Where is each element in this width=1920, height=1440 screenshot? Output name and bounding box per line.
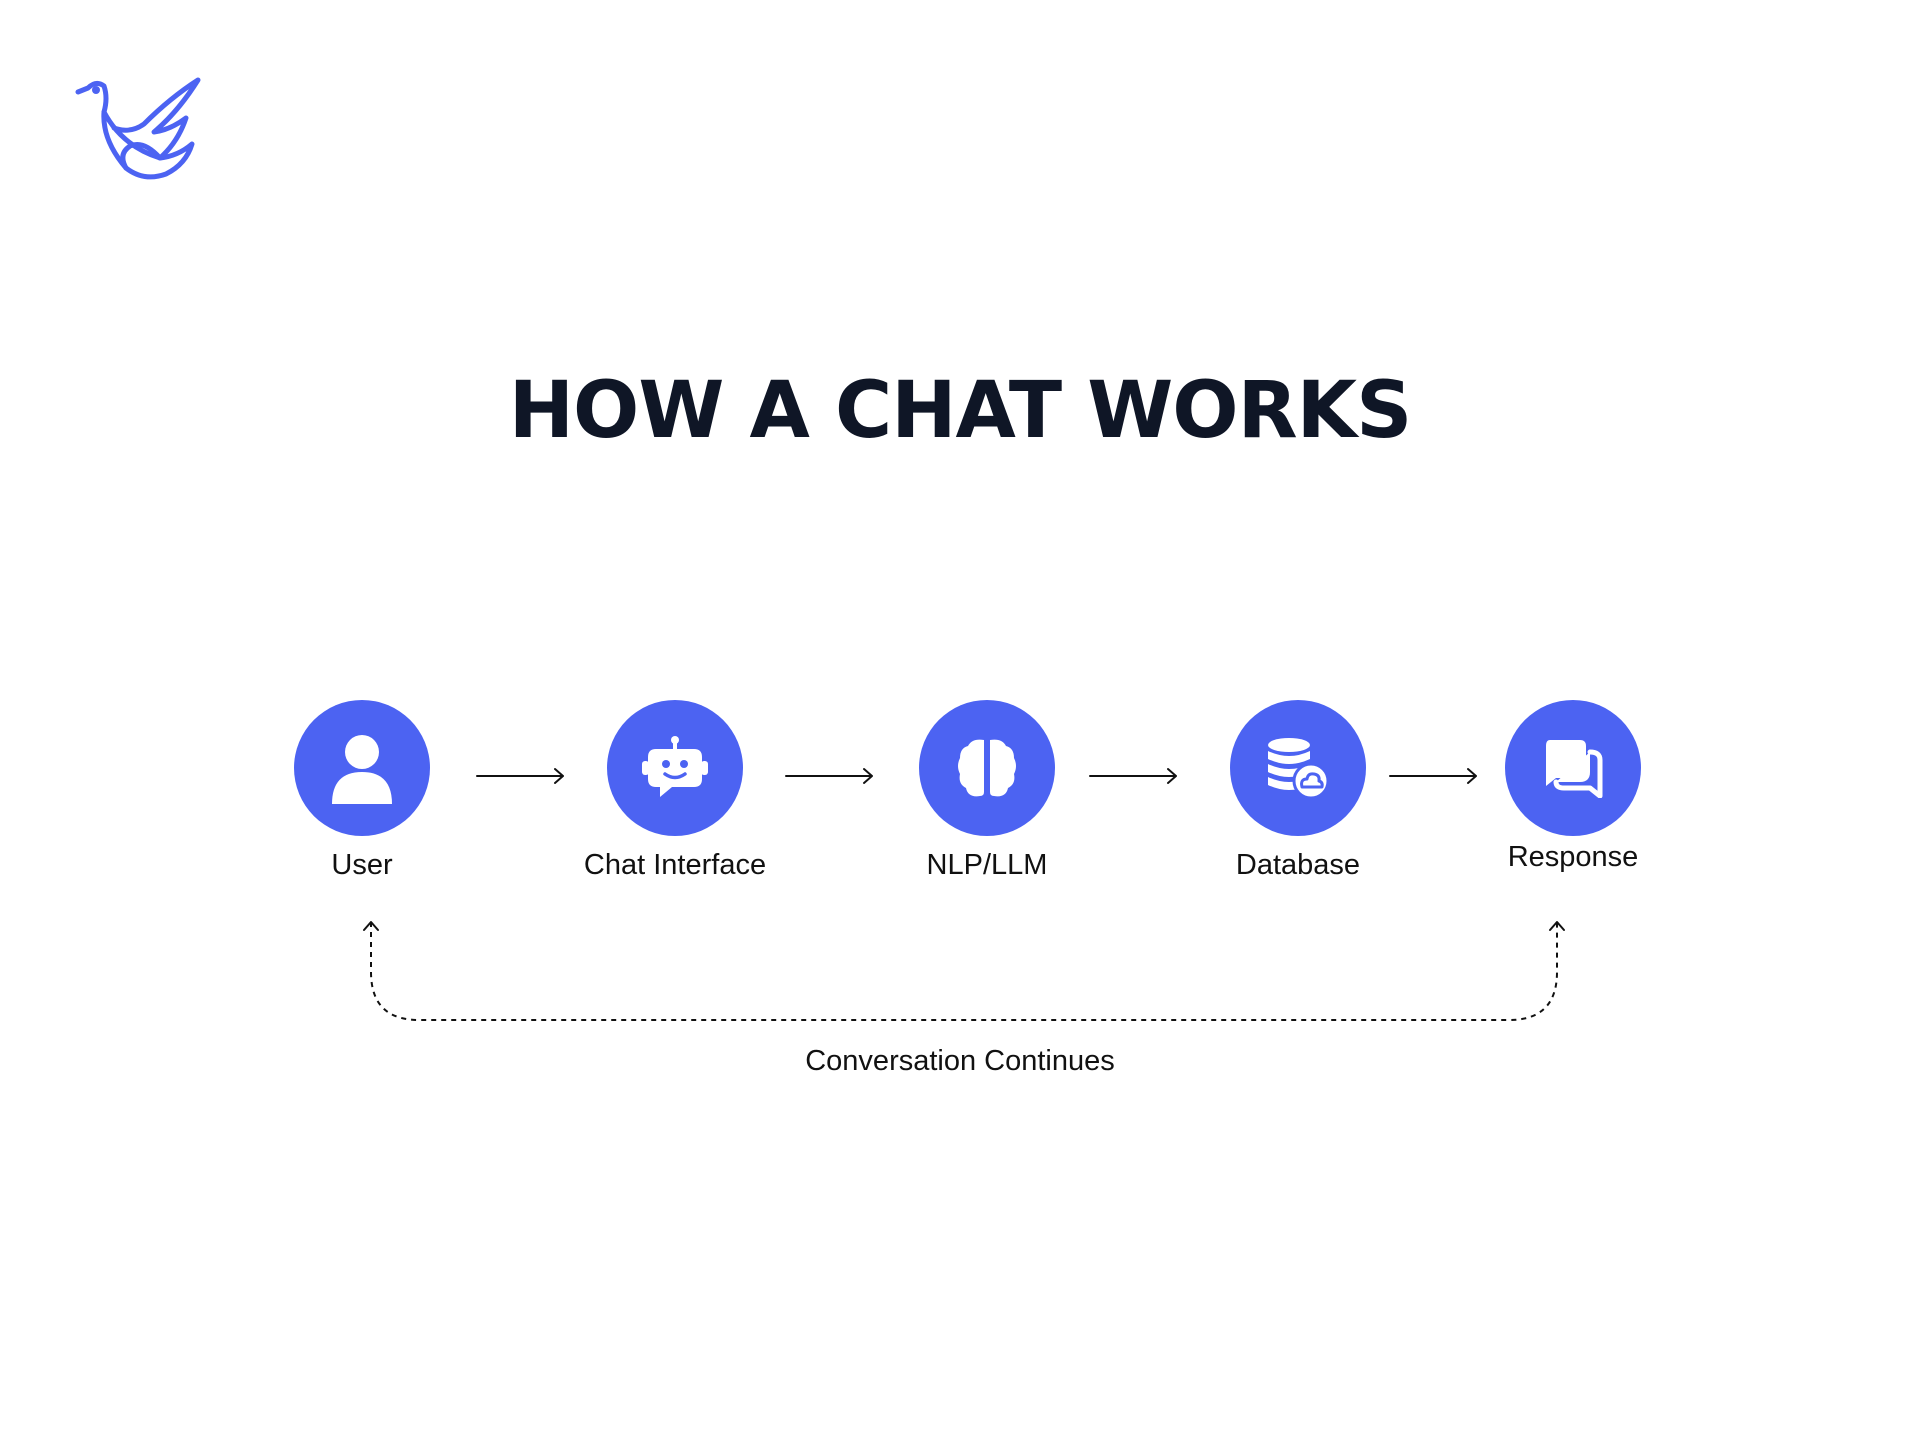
- arrow-chat-interface-to-nlp-llm: [785, 768, 873, 784]
- step-label-chat-interface: Chat Interface: [583, 849, 767, 881]
- step-user: [294, 700, 430, 836]
- conversation-loop-connector: [363, 921, 1565, 1021]
- step-label-database: Database: [1235, 849, 1361, 881]
- page-title: HOW A CHAT WORKS: [508, 366, 1413, 456]
- loop-caption: Conversation Continues: [805, 1045, 1115, 1077]
- chat-bubbles-icon: [1546, 740, 1603, 798]
- step-database: [1230, 700, 1366, 836]
- arrow-nlp-llm-to-database: [1089, 768, 1177, 784]
- brain-icon: [958, 739, 1016, 797]
- arrow-user-to-chat-interface: [476, 768, 564, 784]
- step-response: [1505, 700, 1641, 836]
- user-icon: [332, 735, 392, 804]
- step-label-response: Response: [1507, 841, 1639, 873]
- dove-logo-icon: [75, 77, 201, 180]
- step-label-nlp-llm: NLP/LLM: [926, 849, 1048, 881]
- arrow-database-to-response: [1389, 768, 1477, 784]
- step-label-user: User: [331, 849, 393, 881]
- step-nlp-llm: [919, 700, 1055, 836]
- step-chat-interface: [607, 700, 743, 836]
- robot-chat-icon: [642, 736, 708, 797]
- database-cloud-icon: [1268, 738, 1330, 799]
